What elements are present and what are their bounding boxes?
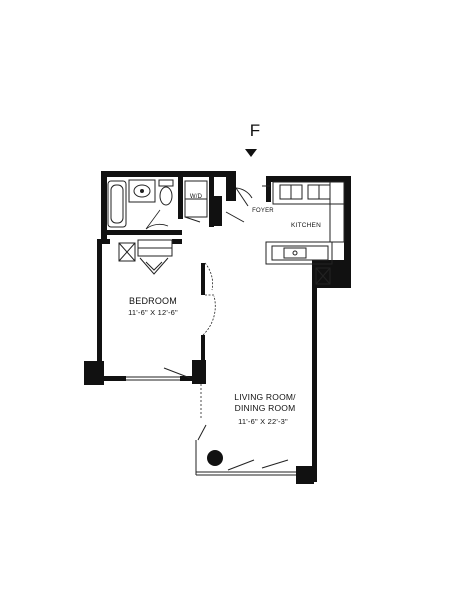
living-room-label-line2: DINING ROOM [234, 403, 296, 413]
interior-walls [102, 177, 271, 363]
exterior-walls [84, 171, 351, 484]
kitchen-counter [272, 181, 345, 243]
washer-dryer [184, 180, 208, 223]
toilet [158, 179, 174, 206]
bedroom-door [204, 262, 214, 296]
closet-right [315, 267, 331, 285]
bedroom-label: BEDROOM [129, 296, 177, 306]
washer-dryer-label: W/D [189, 194, 203, 200]
kitchen-island [265, 241, 333, 265]
bathtub [107, 180, 127, 228]
living-room-label-line1: LIVING ROOM/ [234, 392, 296, 402]
living-window [195, 424, 296, 476]
bedroom-window [126, 367, 191, 381]
living-room-label: LIVING ROOM/ DINING ROOM [220, 392, 310, 414]
kitchen-label: KITCHEN [291, 222, 321, 229]
entrance-arrow-icon [245, 149, 257, 157]
closet-left [118, 242, 136, 262]
bathroom-sink [128, 179, 156, 203]
unit-letter: F [249, 121, 261, 140]
column-post [207, 450, 223, 466]
foyer-closet [225, 185, 270, 223]
foyer-label: FOYER [252, 208, 274, 214]
bath-door [145, 209, 169, 230]
bedroom-door-arc [202, 295, 216, 336]
bedroom-dimensions: 11'-6" X 12'-6" [128, 308, 178, 317]
living-room-dimensions: 11'-6" X 22'-3" [238, 417, 288, 426]
bedroom-wardrobe [137, 239, 173, 275]
